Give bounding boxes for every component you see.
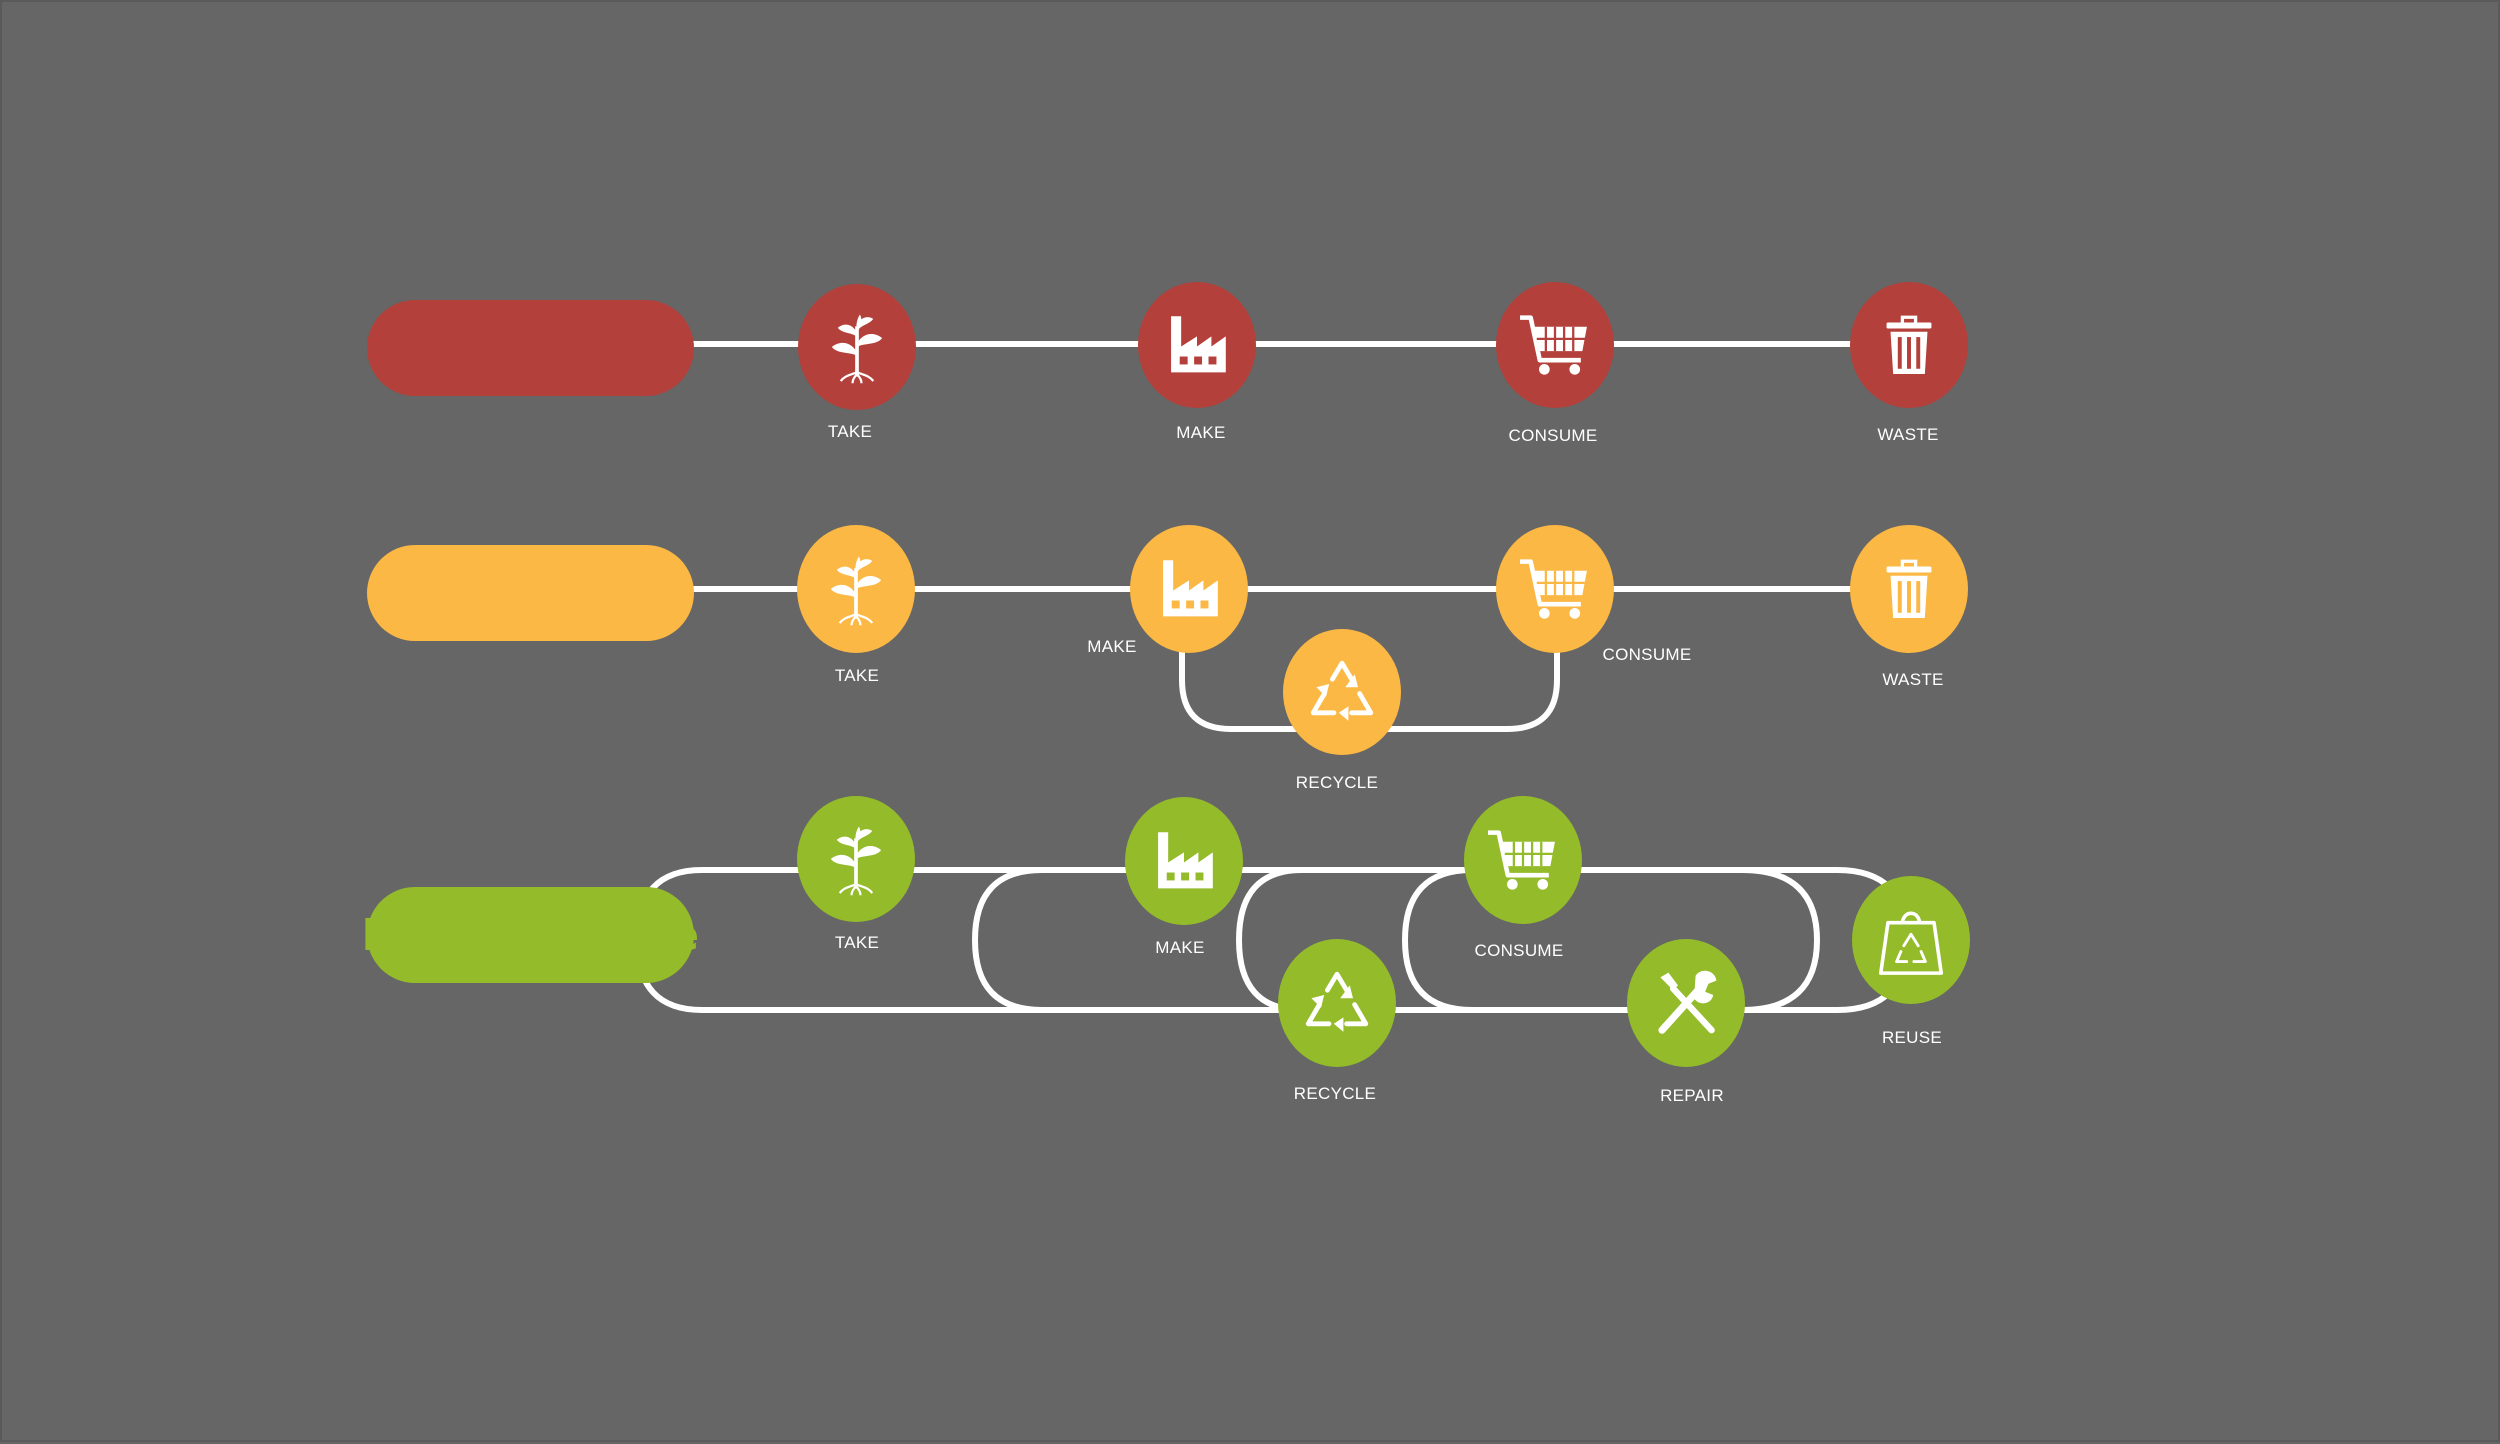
- regenerative-recycle-node: [1278, 939, 1396, 1067]
- regenerative-recycle-label: RECYCLE: [1293, 1084, 1377, 1103]
- regenerative-reuse-label: REUSE: [1881, 1028, 1943, 1047]
- sustainable-take-label: TAKE: [834, 666, 880, 685]
- extractive-consume-label: CONSUME: [1508, 426, 1598, 445]
- regenerative-take-label: TAKE: [834, 933, 880, 952]
- extractive-take-label: TAKE: [827, 422, 873, 441]
- regenerative-reuse-node: [1852, 876, 1970, 1004]
- regenerative-loop-make: [971, 867, 1325, 1013]
- sprout-icon: [820, 307, 894, 387]
- sustainable-waste-label: WASTE: [1882, 670, 1944, 689]
- sustainable-make-label: MAKE: [1087, 637, 1137, 656]
- regenerative-consume-label: CONSUME: [1474, 941, 1564, 960]
- reusable-bag-icon: [1875, 900, 1947, 980]
- sustainable-title: Sustainable: [367, 545, 694, 641]
- recycle-icon: [1297, 963, 1377, 1043]
- sprout-icon: [819, 819, 893, 899]
- shopping-cart-icon: [1517, 551, 1593, 627]
- sustainable-recycle-node: [1283, 629, 1401, 755]
- regenerative-loop-reuse: [1739, 867, 1821, 1013]
- sustainable-consume-label: CONSUME: [1602, 645, 1692, 664]
- factory-icon: [1148, 825, 1220, 897]
- shopping-cart-icon: [1517, 307, 1593, 383]
- sustainable-recycle-label: RECYCLE: [1295, 773, 1379, 792]
- factory-icon: [1161, 309, 1233, 381]
- sustainable-make-node: [1130, 525, 1248, 653]
- extractive-consume-node: [1496, 282, 1614, 408]
- trash-can-icon: [1876, 553, 1942, 625]
- regenerative-make-label: MAKE: [1155, 938, 1205, 957]
- factory-icon: [1153, 553, 1225, 625]
- regenerative-title: Regenerative: [361, 887, 699, 983]
- regenerative-consume-node: [1464, 796, 1582, 924]
- sustainable-consume-node: [1496, 525, 1614, 653]
- trash-can-icon: [1876, 309, 1942, 381]
- extractive-waste-node: [1850, 282, 1968, 408]
- extractive-take-node: [798, 284, 916, 410]
- extractive-title: Extractive: [367, 300, 694, 396]
- extractive-waste-label: WASTE: [1877, 425, 1939, 444]
- sustainable-take-node: [797, 525, 915, 653]
- sprout-icon: [819, 549, 893, 629]
- wrench-screwdriver-icon: [1646, 963, 1726, 1043]
- regenerative-repair-node: [1627, 939, 1745, 1067]
- sustainable-waste-node: [1850, 525, 1968, 653]
- regenerative-loop-repair: [1401, 867, 1475, 1013]
- regenerative-make-node: [1125, 797, 1243, 925]
- shopping-cart-icon: [1485, 822, 1561, 898]
- regenerative-repair-label: REPAIR: [1660, 1086, 1724, 1105]
- regenerative-loop-consume: [1235, 867, 1305, 1013]
- regenerative-take-node: [797, 796, 915, 922]
- extractive-make-label: MAKE: [1176, 423, 1226, 442]
- extractive-make-node: [1138, 282, 1256, 408]
- recycle-icon: [1302, 652, 1382, 732]
